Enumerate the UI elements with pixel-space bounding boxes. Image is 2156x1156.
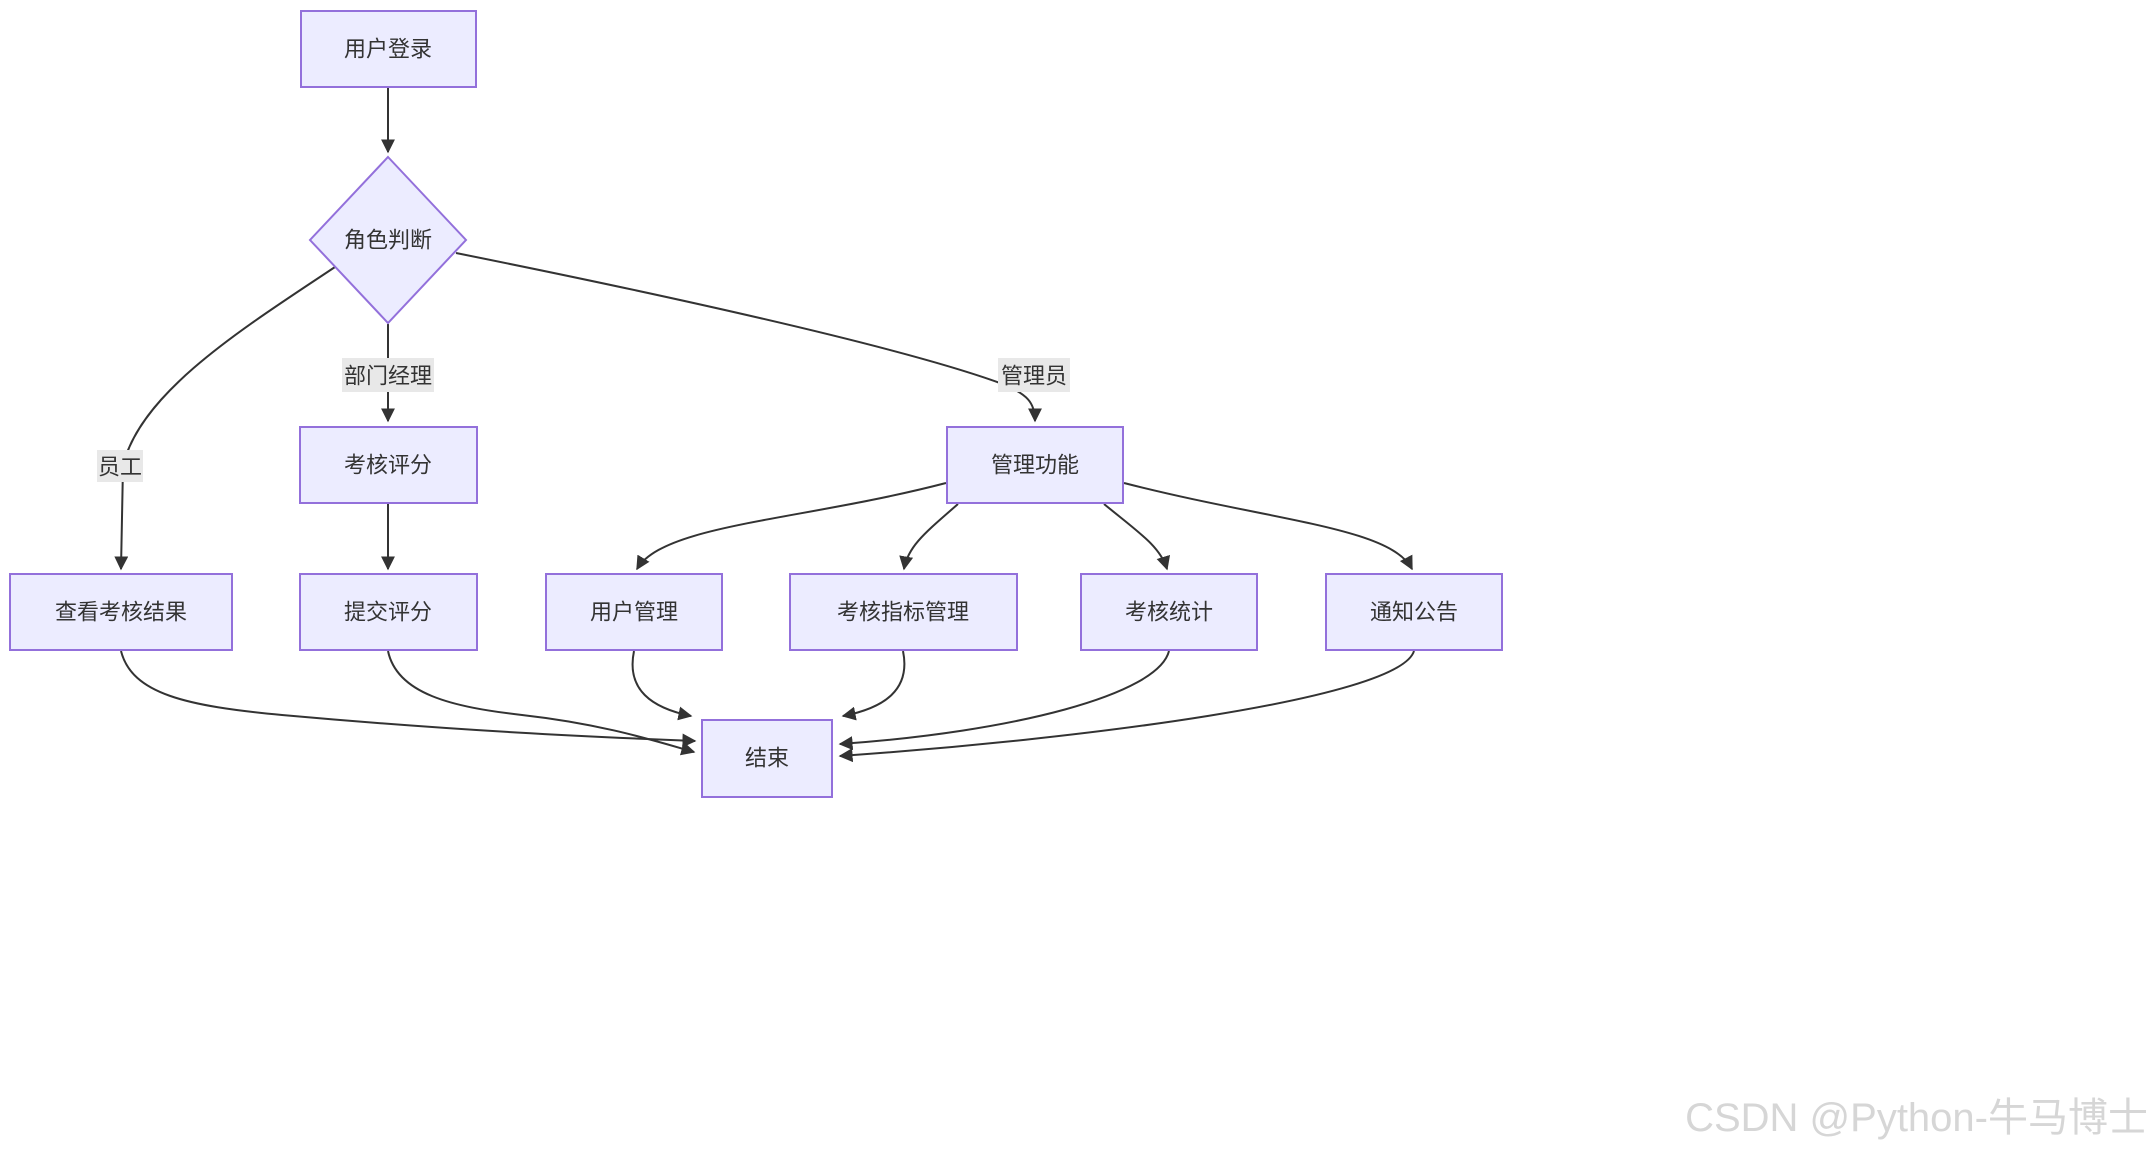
edge-admin-func-to-indicator-mgmt (899, 503, 959, 571)
edge-label-dept-manager-bg (342, 358, 434, 392)
edge-label-employee: 员工 (97, 450, 143, 482)
nodes: 用户登录 角色判断 考核评分 管理功能 查看考核结果 提交评分 用户管理 (9, 10, 1503, 798)
node-view-result: 查看考核结果 (9, 573, 233, 651)
edge-label-dept-manager: 部门经理 (342, 358, 434, 392)
node-notice-label: 通知公告 (1370, 600, 1458, 625)
node-indicator-mgmt-label: 考核指标管理 (837, 600, 969, 625)
edge-admin-func-to-notice (1123, 482, 1413, 571)
node-end: 结束 (701, 719, 833, 798)
edge-labels: 员工 部门经理 管理员 (97, 358, 1070, 482)
edge-view-result-to-end (120, 650, 697, 748)
node-stats-shape (1080, 573, 1258, 651)
node-submit-score-shape (299, 573, 478, 651)
edge-label-dept-manager-text: 部门经理 (344, 364, 432, 389)
edge-label-admin-text: 管理员 (1001, 364, 1067, 389)
node-user-mgmt-label: 用户管理 (590, 600, 678, 625)
edge-user-mgmt-to-end (631, 650, 693, 721)
node-submit-score: 提交评分 (299, 573, 478, 651)
edge-label-admin-bg (998, 358, 1070, 392)
edge-role-to-view-result (114, 266, 336, 571)
node-view-result-shape (9, 573, 233, 651)
edges (114, 88, 1415, 763)
node-login-shape (300, 10, 477, 88)
node-indicator-mgmt: 考核指标管理 (789, 573, 1018, 651)
node-stats: 考核统计 (1080, 573, 1258, 651)
edge-submit-score-to-end (387, 650, 696, 756)
node-login-label: 用户登录 (344, 37, 432, 62)
node-login: 用户登录 (300, 10, 477, 88)
node-user-mgmt-shape (545, 573, 723, 651)
node-stats-label: 考核统计 (1125, 600, 1213, 625)
node-admin-func: 管理功能 (946, 426, 1124, 504)
node-admin-func-shape (946, 426, 1124, 504)
edge-admin-func-to-user-mgmt (636, 482, 947, 571)
node-admin-func-label: 管理功能 (991, 453, 1079, 478)
node-notice-shape (1325, 573, 1503, 651)
watermark: CSDN @Python-牛马博士 (1685, 1096, 2148, 1140)
node-score-shape (299, 426, 478, 504)
node-role-decision-label: 角色判断 (344, 228, 432, 253)
edge-label-admin: 管理员 (998, 358, 1070, 392)
edge-indicator-mgmt-to-end (841, 650, 906, 721)
edge-notice-to-end (838, 650, 1415, 763)
node-submit-score-label: 提交评分 (344, 600, 432, 625)
node-score: 考核评分 (299, 426, 478, 504)
node-role-decision-shape (308, 155, 468, 325)
edge-stats-to-end (838, 650, 1170, 751)
node-view-result-label: 查看考核结果 (55, 600, 187, 625)
node-indicator-mgmt-shape (789, 573, 1018, 651)
node-score-label: 考核评分 (344, 453, 432, 478)
node-notice: 通知公告 (1325, 573, 1503, 651)
node-user-mgmt: 用户管理 (545, 573, 723, 651)
edge-role-to-admin-func (455, 252, 1042, 423)
node-end-label: 结束 (745, 746, 789, 771)
edge-label-employee-text: 员工 (98, 455, 142, 480)
edge-admin-func-to-stats (1103, 503, 1171, 571)
edge-label-employee-bg (97, 450, 143, 482)
node-end-shape (701, 719, 833, 798)
node-role-decision: 角色判断 (308, 155, 468, 325)
